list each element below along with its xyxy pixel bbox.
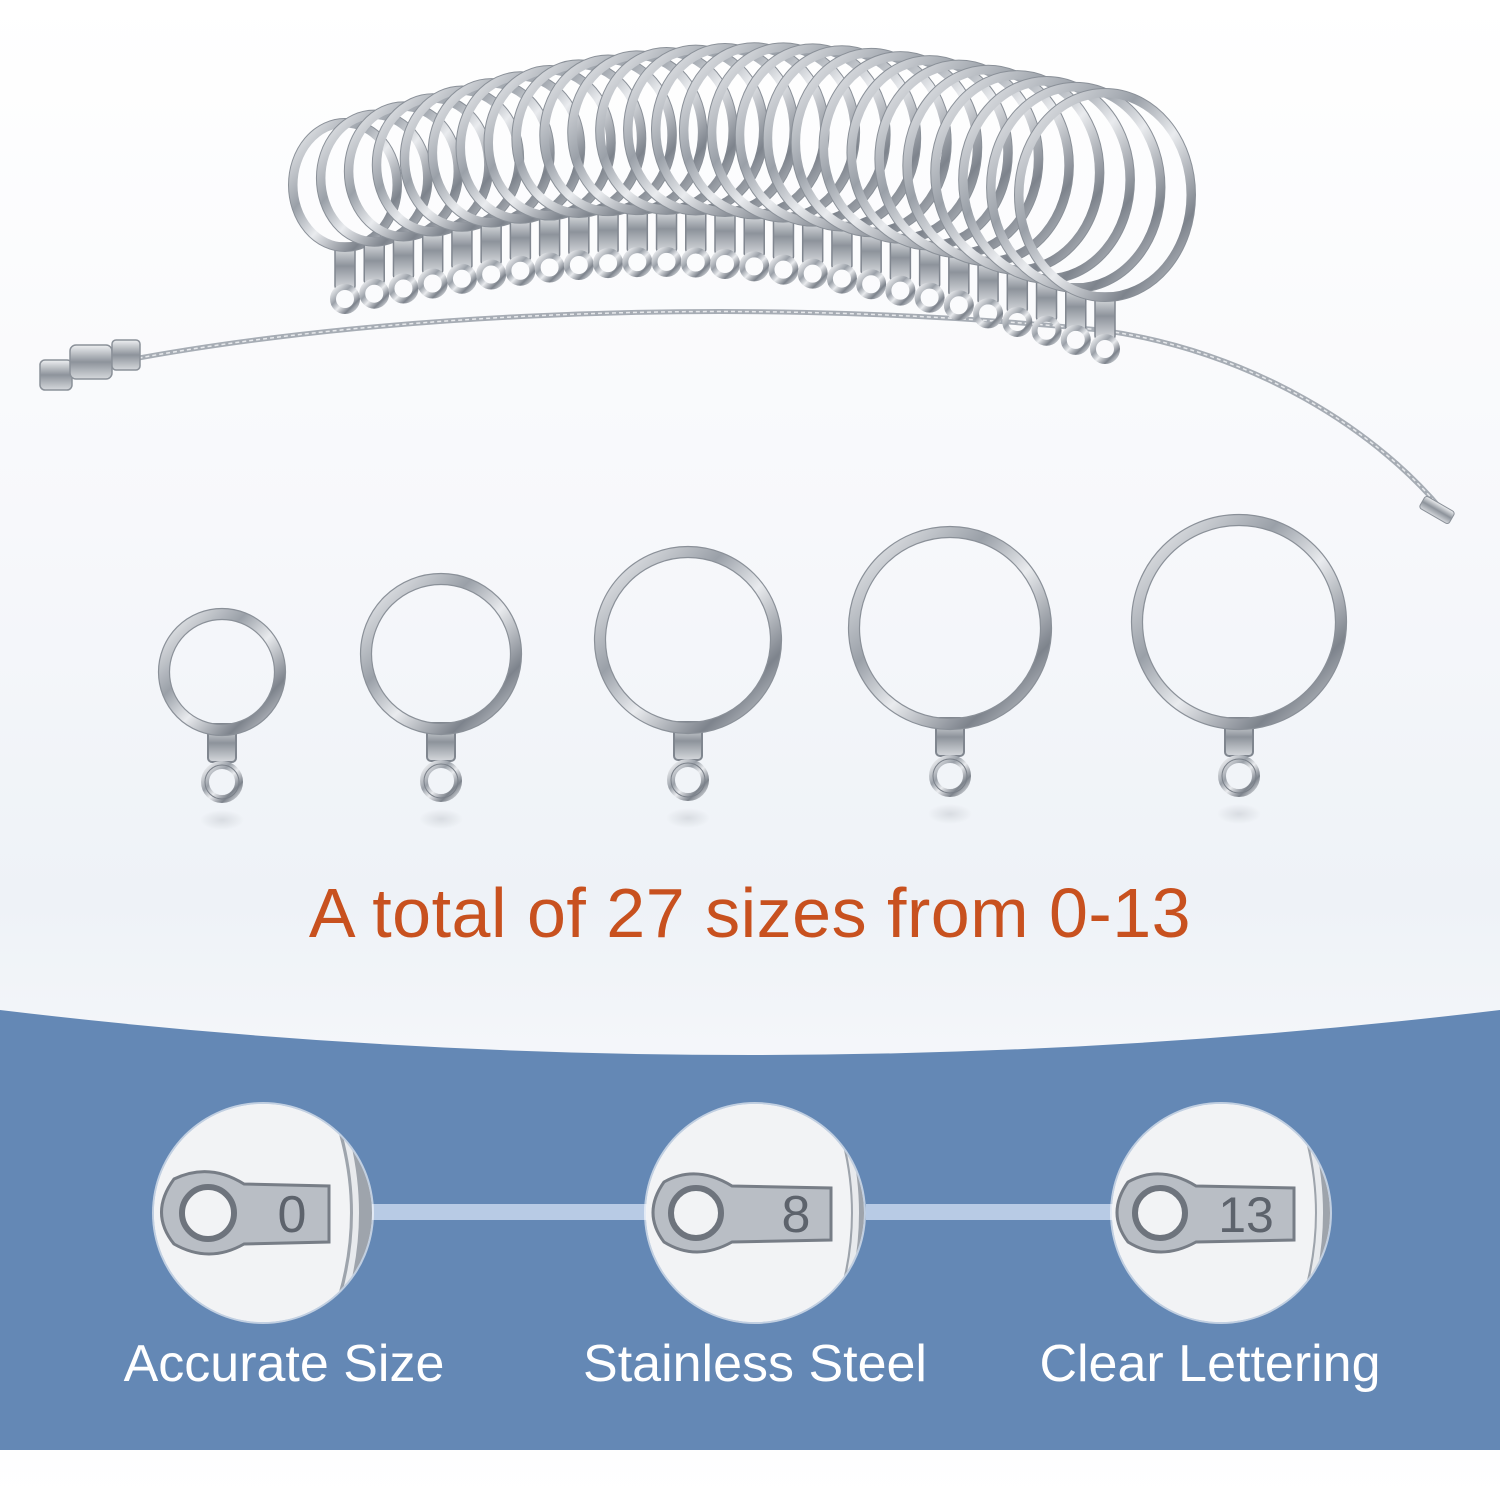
headline: A total of 27 sizes from 0-13 xyxy=(308,874,1192,952)
connector-line xyxy=(372,1204,648,1220)
tag-number: 8 xyxy=(782,1186,811,1244)
feature-label-accurate-size: Accurate Size xyxy=(123,1335,445,1393)
ring-coil xyxy=(288,42,1196,364)
connector-line xyxy=(866,1204,1114,1220)
single-rings-row xyxy=(157,513,1348,830)
single-ring-image xyxy=(593,545,783,828)
single-ring-image xyxy=(1130,513,1348,824)
feature-stainless-steel-image: 8 xyxy=(646,1104,864,1322)
tag-number: 13 xyxy=(1218,1187,1274,1243)
ring-tag-closeup-image: 0 xyxy=(154,1104,372,1322)
feature-accurate-size-image: 0 xyxy=(154,1104,372,1322)
coil-ring xyxy=(1014,88,1196,364)
single-ring-image xyxy=(847,525,1053,824)
ring-tag-closeup-image: 13 xyxy=(1112,1104,1330,1322)
feature-clear-lettering-image: 13 xyxy=(1112,1104,1330,1322)
feature-label-stainless-steel: Stainless Steel xyxy=(583,1335,927,1393)
single-ring-image xyxy=(359,572,523,829)
ring-sizer-coil-image xyxy=(39,42,1455,830)
feature-label-clear-lettering: Clear Lettering xyxy=(1039,1335,1381,1393)
ring-tag-closeup-image: 8 xyxy=(646,1104,864,1322)
single-ring-image xyxy=(157,607,287,830)
tag-number: 0 xyxy=(278,1186,307,1244)
